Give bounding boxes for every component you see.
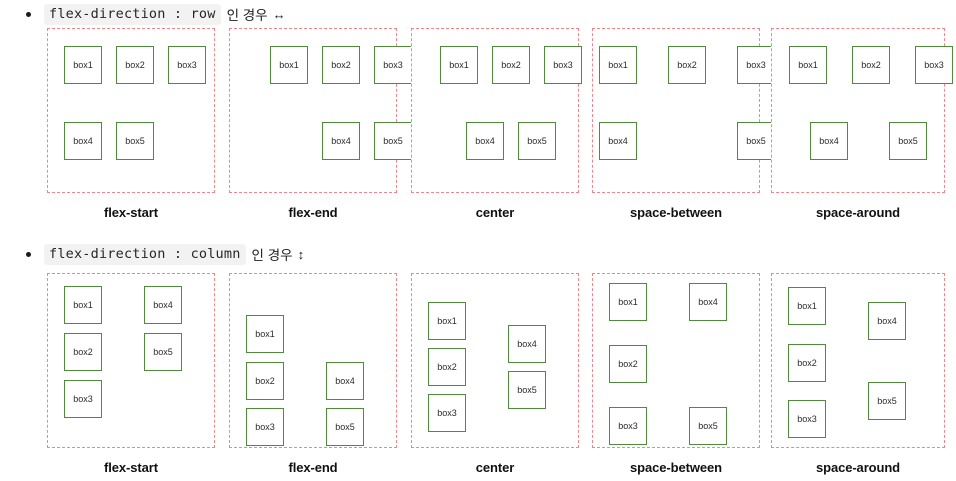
panel-space-around: box1 box2 box3 box4 box5 space-around xyxy=(771,273,945,475)
flex-item-box5: box5 xyxy=(868,382,906,420)
flex-container-flex-start: box1 box2 box3 box4 box5 xyxy=(47,273,215,448)
code-chip-flex-direction-column: flex-direction : column xyxy=(44,243,246,265)
flex-item-box3: box3 xyxy=(915,46,953,84)
flex-item-box1: box1 xyxy=(428,302,466,340)
flex-item-box1: box1 xyxy=(789,46,827,84)
flex-item-box4: box4 xyxy=(689,283,727,321)
flex-item-box4: box4 xyxy=(868,302,906,340)
flex-item-box1: box1 xyxy=(609,283,647,321)
flex-item-box2: box2 xyxy=(788,344,826,382)
panel-flex-end: box1 box2 box3 box4 box5 flex-end xyxy=(229,273,397,475)
flex-container-flex-end: box1 box2 box3 box4 box5 xyxy=(229,273,397,448)
flex-item-box5: box5 xyxy=(116,122,154,160)
flex-item-box5: box5 xyxy=(374,122,412,160)
flex-item-box3: box3 xyxy=(544,46,582,84)
panel-flex-start: box1 box2 box3 box4 box5 flex-start xyxy=(47,28,215,220)
panel-space-around: box1 box2 box3 box4 box5 space-around xyxy=(771,28,953,220)
flex-item-box2: box2 xyxy=(852,46,890,84)
flex-item-box5: box5 xyxy=(508,371,546,409)
flex-item-box4: box4 xyxy=(810,122,848,160)
flex-item-box4: box4 xyxy=(144,286,182,324)
flex-item-box3: box3 xyxy=(737,46,775,84)
bullet-korean-text-row: 인 경우 xyxy=(226,8,268,23)
panel-center: box1 box2 box3 box4 box5 center xyxy=(411,273,579,475)
horizontal-arrow-icon: ↔ xyxy=(272,6,286,22)
flex-item-box5: box5 xyxy=(518,122,556,160)
panel-space-between: box1 box2 box3 box4 box5 space-between xyxy=(592,28,775,220)
panel-caption-center: center xyxy=(475,205,515,220)
flex-item-box1: box1 xyxy=(64,286,102,324)
flex-container-flex-start: box1 box2 box3 box4 box5 xyxy=(47,28,215,193)
flex-item-box1: box1 xyxy=(599,46,637,84)
bullet-korean-text-column: 인 경우 xyxy=(251,248,293,263)
bullet-heading-column: flex-direction : column 인 경우 ↕ xyxy=(0,240,956,268)
flex-item-box2: box2 xyxy=(492,46,530,84)
flex-item-box3: box3 xyxy=(788,400,826,438)
flex-item-box1: box1 xyxy=(246,315,284,353)
flex-container-space-between: box1 box2 box3 box4 box5 xyxy=(592,273,760,448)
panel-caption-space-around: space-around xyxy=(815,460,901,475)
panel-caption-flex-start: flex-start xyxy=(104,460,158,475)
flex-item-box5: box5 xyxy=(689,407,727,445)
panel-caption-space-between: space-between xyxy=(630,205,722,220)
flex-container-space-around: box1 box2 box3 box4 box5 xyxy=(771,28,953,193)
flex-item-box1: box1 xyxy=(440,46,478,84)
bullet-dot-icon xyxy=(26,11,31,17)
flex-item-box5: box5 xyxy=(737,122,775,160)
code-chip-flex-direction-row: flex-direction : row xyxy=(44,3,221,25)
flex-item-box1: box1 xyxy=(788,287,826,325)
panel-center: box1 box2 box3 box4 box5 center xyxy=(411,28,582,220)
vertical-arrow-icon: ↕ xyxy=(297,246,305,262)
bullet-dot-icon xyxy=(26,251,31,257)
flex-item-box3: box3 xyxy=(428,394,466,432)
flex-container-center: box1 box2 box3 box4 box5 xyxy=(411,28,582,193)
panel-space-between: box1 box2 box3 box4 box5 space-between xyxy=(592,273,760,475)
flex-container-flex-end: box1 box2 box3 box4 box5 xyxy=(229,28,412,193)
flex-item-box4: box4 xyxy=(326,362,364,400)
flex-item-box2: box2 xyxy=(246,362,284,400)
flex-item-box2: box2 xyxy=(116,46,154,84)
panel-caption-space-between: space-between xyxy=(630,460,722,475)
flex-item-box5: box5 xyxy=(889,122,927,160)
flex-item-box4: box4 xyxy=(466,122,504,160)
panel-caption-space-around: space-around xyxy=(815,205,901,220)
flex-item-box3: box3 xyxy=(168,46,206,84)
panel-caption-flex-start: flex-start xyxy=(104,205,158,220)
flex-container-center: box1 box2 box3 box4 box5 xyxy=(411,273,579,448)
panel-flex-start: box1 box2 box3 box4 box5 flex-start xyxy=(47,273,215,475)
flex-item-box5: box5 xyxy=(326,408,364,446)
flex-item-box3: box3 xyxy=(64,380,102,418)
flex-item-box2: box2 xyxy=(322,46,360,84)
flex-item-box3: box3 xyxy=(374,46,412,84)
panel-caption-flex-end: flex-end xyxy=(288,460,338,475)
flex-item-box4: box4 xyxy=(599,122,637,160)
flex-item-box2: box2 xyxy=(64,333,102,371)
flex-item-box5: box5 xyxy=(144,333,182,371)
flex-item-box4: box4 xyxy=(322,122,360,160)
section-flex-direction-row: flex-direction : row 인 경우 ↔ box1 box2 box3… xyxy=(0,0,956,233)
flex-container-space-around: box1 box2 box3 box4 box5 xyxy=(771,273,945,448)
flex-item-box2: box2 xyxy=(668,46,706,84)
flex-item-box4: box4 xyxy=(508,325,546,363)
flex-item-box3: box3 xyxy=(246,408,284,446)
flex-item-box3: box3 xyxy=(609,407,647,445)
panel-caption-flex-end: flex-end xyxy=(288,205,338,220)
flex-item-box2: box2 xyxy=(609,345,647,383)
bullet-heading-row: flex-direction : row 인 경우 ↔ xyxy=(0,0,956,28)
panel-caption-center: center xyxy=(475,460,515,475)
flex-item-box4: box4 xyxy=(64,122,102,160)
flex-item-box2: box2 xyxy=(428,348,466,386)
flex-container-space-between: box1 box2 box3 box4 box5 xyxy=(592,28,775,193)
flex-item-box1: box1 xyxy=(270,46,308,84)
flex-item-box1: box1 xyxy=(64,46,102,84)
panel-flex-end: box1 box2 box3 box4 box5 flex-end xyxy=(229,28,412,220)
